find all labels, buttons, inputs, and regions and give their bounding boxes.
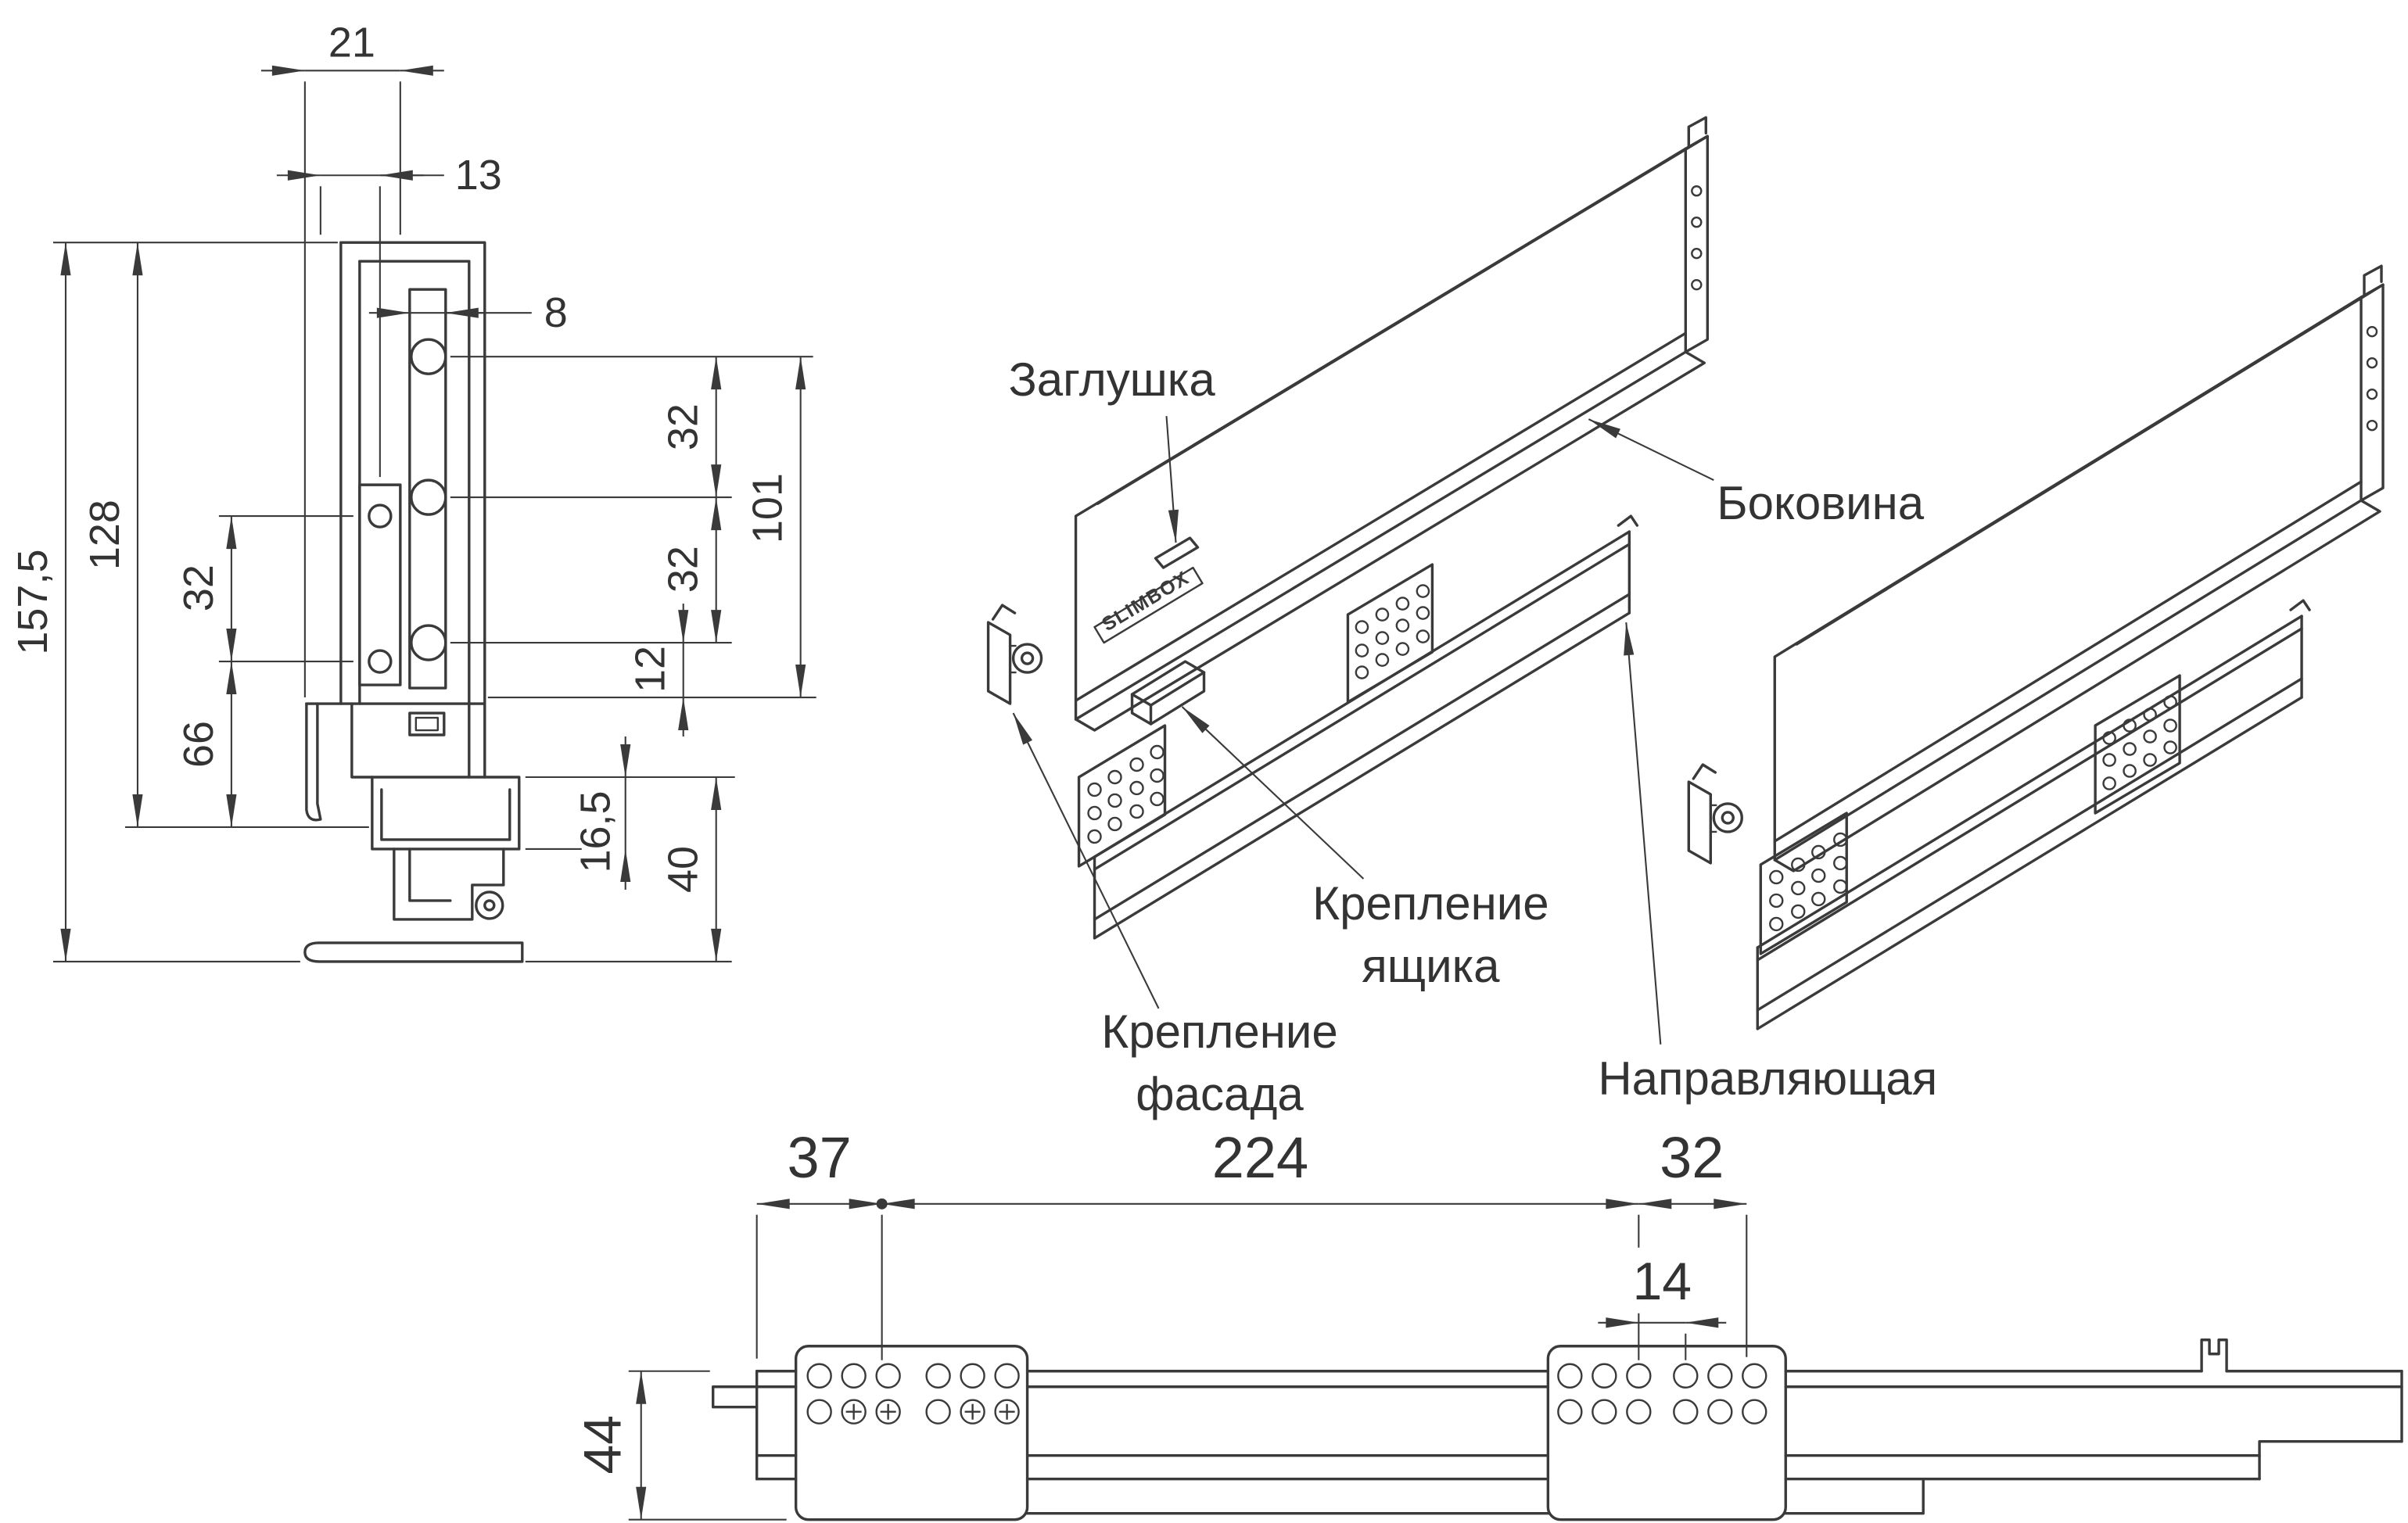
- label-front-mount-line2: фасада: [1136, 1068, 1304, 1120]
- dim-front-offset: 37: [788, 1125, 852, 1190]
- front-tab: [712, 1385, 759, 1409]
- front-mount-drawing-assembled: [1687, 763, 1743, 865]
- side-panel-drawing-assembled: [1773, 264, 2385, 873]
- bottom-plate: [303, 941, 524, 963]
- dim-side-height: 128: [81, 500, 128, 570]
- hole: [2366, 419, 2378, 432]
- dim-total-height: 157,5: [9, 550, 56, 655]
- label-drawer-mount-line1: Крепление: [1312, 877, 1549, 930]
- logo-plate: [1093, 566, 1204, 644]
- dim-rear-hole-pitch: 14: [1633, 1252, 1692, 1311]
- dim-bottom-offset: 16,5: [572, 790, 619, 873]
- hole: [368, 649, 393, 674]
- dim-rear-offset: 32: [1660, 1125, 1724, 1190]
- dim-bottom-height: 40: [660, 846, 707, 893]
- hole: [2366, 325, 2378, 338]
- rear-mount-plate: [1759, 812, 1848, 955]
- hole: [410, 338, 447, 375]
- rail-hook: [2289, 599, 2311, 611]
- rear-mount-block: [1546, 1345, 1787, 1521]
- rear-hook: [2200, 1338, 2228, 1373]
- brand-slimbox: SLIMBOX: [1098, 567, 1193, 636]
- mid-mount-plate: [2094, 674, 2181, 815]
- front-hook-profile: [305, 702, 322, 822]
- dim-top-offset: 13: [455, 152, 502, 199]
- label-front-mount-line1: Крепление: [1101, 1005, 1337, 1058]
- side-panel-drawing: SLIMBOX: [1074, 116, 1709, 732]
- rail-drawing-assembled: [1756, 599, 2311, 1030]
- rear-plate-holes: [1087, 744, 1165, 844]
- dim-left-pitch: 32: [175, 564, 222, 611]
- dim-right-gap: 12: [627, 646, 674, 693]
- rail-section: [371, 776, 521, 851]
- rear-hook: [1687, 116, 1707, 147]
- mid-mount-plate: [1346, 563, 1434, 704]
- exploded-view: SLIMBOX: [986, 116, 1938, 1120]
- panel-cross-section-drawing: [303, 241, 524, 963]
- rear-plate-holes: [1769, 832, 1848, 932]
- dim-bottom-left-height: 66: [175, 721, 222, 768]
- front-mount-block: [794, 1345, 1029, 1521]
- rear-block-holes: [1557, 1363, 1767, 1424]
- mid-plate-holes: [1355, 584, 1430, 679]
- dim-rail-height: 44: [573, 1415, 633, 1475]
- rail-profile-drawing: [712, 1338, 2403, 1521]
- label-side-panel: Боковина: [1717, 477, 1924, 529]
- hole: [410, 624, 447, 661]
- screw-marks: [845, 1403, 1015, 1420]
- assembled-view: [1687, 264, 2385, 1030]
- dim-right-pitch-lower: 32: [660, 546, 707, 593]
- leader-side-panel: [1588, 418, 1714, 482]
- leader-front-mount: [1012, 712, 1160, 1009]
- plug-cap-drawing: [1154, 536, 1200, 569]
- label-drawer-mount-line2: ящика: [1362, 940, 1500, 992]
- dim-right-pitch-upper: 32: [660, 403, 707, 450]
- hole: [1691, 279, 1703, 291]
- hole: [2366, 388, 2378, 400]
- dimension-junction-dot: [876, 1198, 888, 1209]
- cross-section-dimensions: 21 13 8 157,5 128 32 66 32 101 32 12 16,…: [9, 19, 816, 962]
- label-rail: Направляющая: [1598, 1052, 1937, 1105]
- hole: [1691, 217, 1703, 228]
- rail-view-dimensions: 37 224 32 14 44: [573, 1125, 1748, 1521]
- rail-drawing: [1077, 514, 1639, 940]
- dim-top-width: 21: [328, 19, 375, 66]
- dim-mount-span: 224: [1212, 1125, 1308, 1190]
- rail-hook: [1617, 514, 1639, 527]
- hole: [368, 503, 393, 529]
- dim-hole-offset: 8: [544, 289, 568, 336]
- front-block-holes: [806, 1363, 1020, 1424]
- label-plug: Заглушка: [1009, 353, 1216, 406]
- front-mount-drawing: [986, 604, 1043, 705]
- rail-side-view: 37 224 32 14 44: [573, 1125, 2403, 1521]
- hole: [1691, 248, 1703, 260]
- roller: [475, 891, 504, 920]
- cross-section-view: 21 13 8 157,5 128 32 66 32 101 32 12 16,…: [9, 19, 816, 963]
- leader-plug: [1165, 416, 1179, 543]
- mid-plate-holes: [2102, 695, 2177, 790]
- rear-mount-plate: [1077, 724, 1167, 868]
- dim-right-span: 101: [745, 473, 791, 543]
- rear-hook: [2363, 264, 2383, 296]
- hole: [2366, 357, 2378, 369]
- hole: [1691, 185, 1703, 197]
- callouts: Заглушка Боковина Крепление ящика Крепле…: [1009, 353, 1938, 1120]
- leader-rail: [1624, 622, 1662, 1045]
- drawer-mount-drawing: [1130, 660, 1206, 726]
- leader-drawer-mount: [1181, 706, 1365, 880]
- hole: [410, 478, 447, 516]
